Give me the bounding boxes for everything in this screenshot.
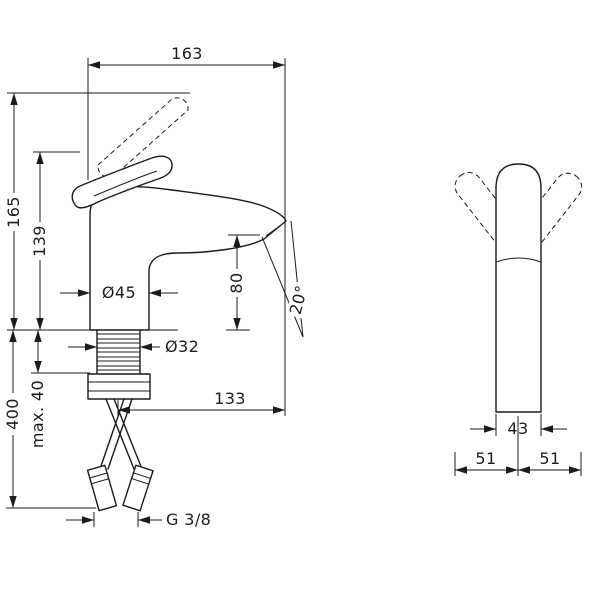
dim-d45-label: Ø45 <box>102 283 136 302</box>
faucet-body-outline <box>89 185 287 331</box>
dim-20deg-label: 20° <box>286 283 312 316</box>
lever-raised-dashed-outline <box>97 97 189 178</box>
dim-d32-label: Ø32 <box>165 337 199 356</box>
dim-165-label: 165 <box>4 196 23 228</box>
angle-leader <box>261 236 304 338</box>
dim-400-label: 400 <box>3 398 22 430</box>
dim-51-right-label: 51 <box>539 449 560 468</box>
aerator-line <box>265 224 282 237</box>
dim-g38-label: G 3/8 <box>166 510 211 529</box>
side-view-faucet <box>454 163 583 413</box>
supply-hoses <box>86 398 154 512</box>
dim-max40-label: max. 40 <box>28 380 47 448</box>
dim-80-label: 80 <box>227 272 246 293</box>
lever-handle-inner-line <box>93 170 158 197</box>
dim-51-left-label: 51 <box>475 449 496 468</box>
front-view-dimensions: 163 165 139 80 Ø45 Ø32 <box>3 44 312 529</box>
side-view-dimensions: 43 51 51 <box>454 414 582 476</box>
angle-leader <box>290 220 304 338</box>
side-body-joint-line <box>495 257 542 263</box>
hose-fitting-right <box>122 464 154 512</box>
mounting-nut <box>87 373 151 400</box>
side-body-outline <box>495 163 542 413</box>
dim-139-label: 139 <box>30 225 49 257</box>
threaded-shank <box>96 329 141 375</box>
dim-163-label: 163 <box>171 44 203 63</box>
hose-fitting-left <box>86 464 118 512</box>
dim-133-label: 133 <box>214 389 246 408</box>
front-view-faucet <box>7 97 287 512</box>
